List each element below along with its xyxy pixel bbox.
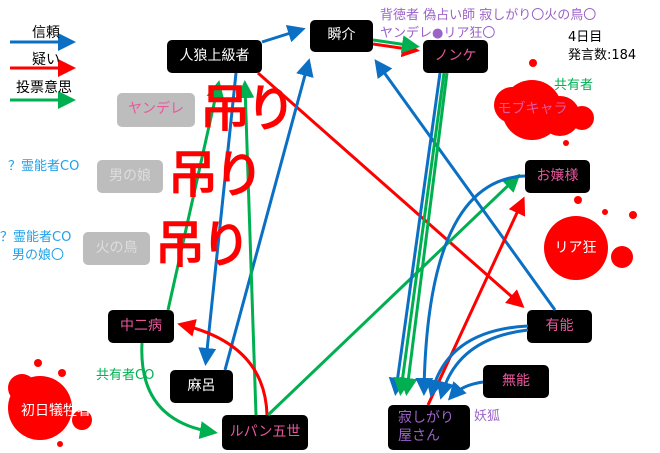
reinousha-co-label: ？霊能者CO: [8, 159, 80, 174]
node-shonichi-giseisha[interactable]: 初日犠牲者: [21, 402, 91, 419]
node-sabishigariya[interactable]: 寂しがり屋さん: [388, 405, 470, 450]
kyoyusha-co-label: 共有者CO: [96, 368, 155, 383]
arrow-trust: [388, 72, 442, 396]
reinousha-co-label-2: ？霊能者CO: [0, 230, 72, 245]
arrow-vote: [393, 72, 446, 396]
kyoyusha-label: 共有者: [554, 78, 594, 93]
node-shunsuke[interactable]: 瞬介: [310, 20, 373, 52]
post-count: 発言数:184: [568, 48, 637, 63]
node-munou[interactable]: 無能: [483, 365, 549, 398]
node-mob-chara[interactable]: モブキャラ: [497, 101, 568, 118]
legend-doubt-label: 疑い: [32, 52, 60, 68]
node-otoko-no-ko[interactable]: 男の娘: [97, 160, 163, 193]
arrow-doubt: [177, 319, 269, 416]
arrow-trust: [198, 72, 238, 366]
arrow-trust: [261, 25, 306, 44]
arrow-trust: [447, 380, 484, 401]
node-maro[interactable]: 麻呂: [170, 370, 233, 403]
otoko-no-ko-result: 男の娘〇: [12, 248, 65, 263]
arrow-vote: [236, 80, 258, 416]
node-riajuu-kyou[interactable]: リア狂: [554, 239, 597, 256]
arrow-trust: [415, 174, 526, 396]
arrow-trust: [436, 328, 529, 400]
node-lupin[interactable]: ルパン五世: [222, 415, 308, 450]
day-label: 4日目: [568, 30, 603, 45]
node-jinro-joukyuusha[interactable]: 人狼上級者: [167, 40, 262, 73]
node-chuunibyou[interactable]: 中二病: [108, 310, 174, 343]
node-yuunou[interactable]: 有能: [527, 310, 592, 343]
arrow-trust: [374, 59, 557, 311]
arrow-doubt: [426, 196, 526, 406]
node-hinotori[interactable]: 火の鳥: [83, 232, 150, 265]
youko-label: 妖狐: [474, 409, 501, 424]
arrow-trust: [426, 324, 529, 398]
roles-line-2: ヤンデレ●リア狂〇: [380, 26, 496, 41]
arrow-vote: [399, 72, 449, 396]
arrow-vote: [140, 342, 218, 439]
hanged-mark: 吊り: [168, 146, 264, 204]
node-yandere[interactable]: ヤンデレ: [117, 93, 195, 127]
arrow-doubt: [257, 71, 525, 308]
hanged-mark: 吊り: [155, 216, 251, 274]
legend-vote-label: 投票意思: [16, 80, 72, 96]
node-nonke[interactable]: ノンケ: [423, 40, 488, 73]
arrow-vote: [166, 80, 225, 311]
roles-line-1: 背徳者 偽占い師 寂しがり〇火の鳥〇: [380, 8, 597, 23]
arrow-vote: [372, 35, 420, 54]
legend-trust-label: 信頼: [32, 25, 60, 41]
arrow-vote: [266, 173, 521, 417]
arrow-trust: [223, 58, 314, 371]
hanged-mark: 吊り: [200, 80, 296, 138]
node-ojousama[interactable]: お嬢様: [525, 160, 590, 193]
